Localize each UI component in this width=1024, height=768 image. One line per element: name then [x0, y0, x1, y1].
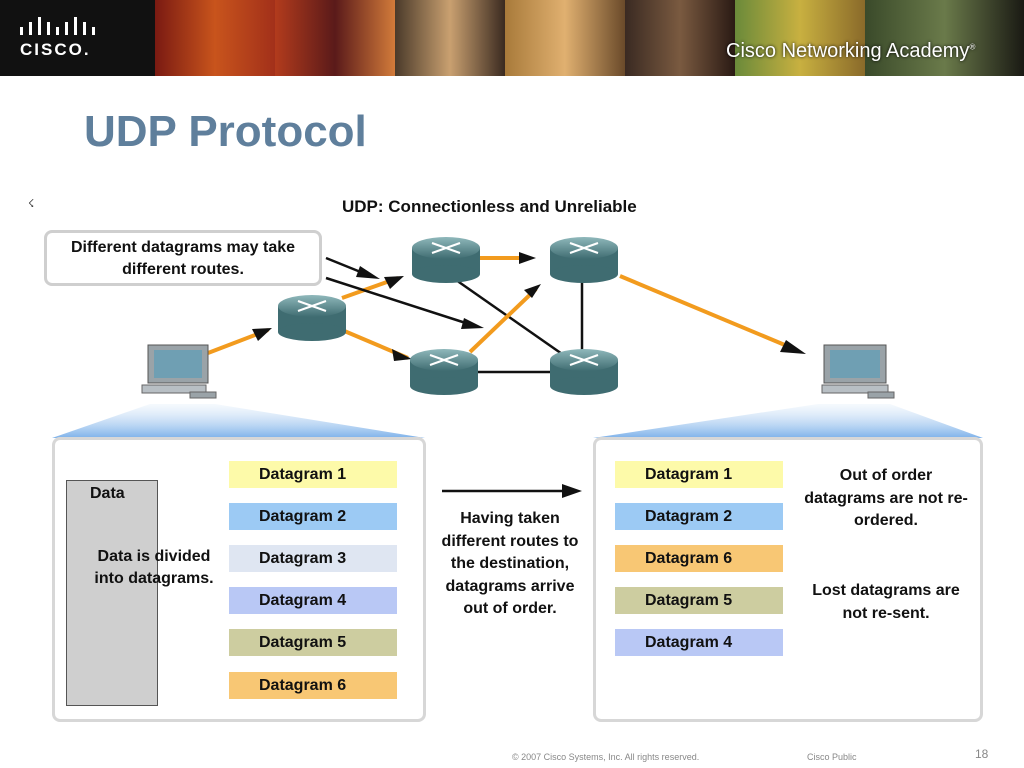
- lost-datagrams-note: Lost datagrams are not re-sent.: [812, 582, 960, 622]
- transit-description: Having taken different routes to the des…: [441, 510, 579, 617]
- received-datagram: Datagram 4: [615, 629, 783, 656]
- academy-name-text: Cisco Networking Academy: [726, 40, 970, 62]
- slide-number: 18: [975, 747, 989, 761]
- path-r4-r3: [468, 287, 538, 354]
- received-datagram: Datagram 2: [615, 503, 783, 530]
- cursor-icon: ☇: [28, 198, 35, 210]
- arrowhead-2: [384, 276, 404, 289]
- routes-callout: Different datagrams may take different r…: [44, 230, 322, 286]
- sent-datagram: Datagram 1: [229, 461, 397, 488]
- received-datagram: Datagram 1: [615, 461, 783, 488]
- sent-datagram: Datagram 5: [229, 629, 397, 656]
- received-datagram: Datagram 5: [615, 587, 783, 614]
- cisco-bridge-icon: [20, 17, 95, 35]
- source-computer-icon: [141, 344, 217, 399]
- cisco-wordmark: CISCO.: [20, 40, 91, 59]
- data-block: [66, 480, 158, 706]
- router-icon: [278, 295, 346, 341]
- destination-beam: [593, 404, 983, 438]
- academy-name: Cisco Networking Academy®: [726, 40, 975, 63]
- arrowhead-5: [524, 284, 541, 298]
- router-icon: [550, 349, 618, 395]
- data-label: Data: [90, 485, 125, 502]
- banner-photo-3: [395, 0, 505, 76]
- banner-photo-4: [505, 0, 625, 76]
- diagram-title: UDP: Connectionless and Unreliable: [342, 197, 637, 216]
- registered-mark: ®: [969, 42, 976, 52]
- path-arrowheads: [252, 252, 806, 361]
- sent-datagram: Datagram 6: [229, 672, 397, 699]
- banner-photo-5: [625, 0, 735, 76]
- data-description: Data is divided into datagrams.: [94, 548, 214, 587]
- sent-datagram: Datagram 4: [229, 587, 397, 614]
- received-datagram: Datagram 6: [615, 545, 783, 572]
- banner-photo-2: [275, 0, 395, 76]
- arrowhead-1: [252, 328, 272, 341]
- router-icon: [550, 237, 618, 283]
- header-banner: CISCO. Cisco Networking Academy®: [0, 0, 1024, 76]
- copyright-text: © 2007 Cisco Systems, Inc. All rights re…: [512, 752, 700, 762]
- banner-photo-1: [155, 0, 275, 76]
- arrowhead-4: [519, 252, 536, 264]
- banner-photo-7: [865, 0, 1024, 76]
- callout-arrow-2: [325, 276, 476, 328]
- banner-photo-6: [735, 0, 865, 76]
- source-beam: [52, 404, 425, 438]
- path-r3-pc: [619, 274, 793, 350]
- arrowhead-6: [780, 340, 806, 354]
- transit-arrowhead: [562, 484, 582, 498]
- destination-computer-icon: [821, 344, 895, 399]
- sent-datagram: Datagram 3: [229, 545, 397, 572]
- arrowhead-3: [392, 349, 412, 361]
- router-icon: [410, 349, 478, 395]
- page-title: UDP Protocol: [84, 107, 367, 156]
- router-icon: [412, 237, 480, 283]
- cisco-logo: CISCO.: [18, 16, 98, 64]
- classification-text: Cisco Public: [807, 752, 857, 762]
- callout-arrowhead-2: [461, 318, 484, 329]
- sent-datagram: Datagram 2: [229, 503, 397, 530]
- callout-arrowhead-1: [356, 266, 380, 279]
- out-of-order-note: Out of order datagrams are not re-ordere…: [804, 467, 968, 529]
